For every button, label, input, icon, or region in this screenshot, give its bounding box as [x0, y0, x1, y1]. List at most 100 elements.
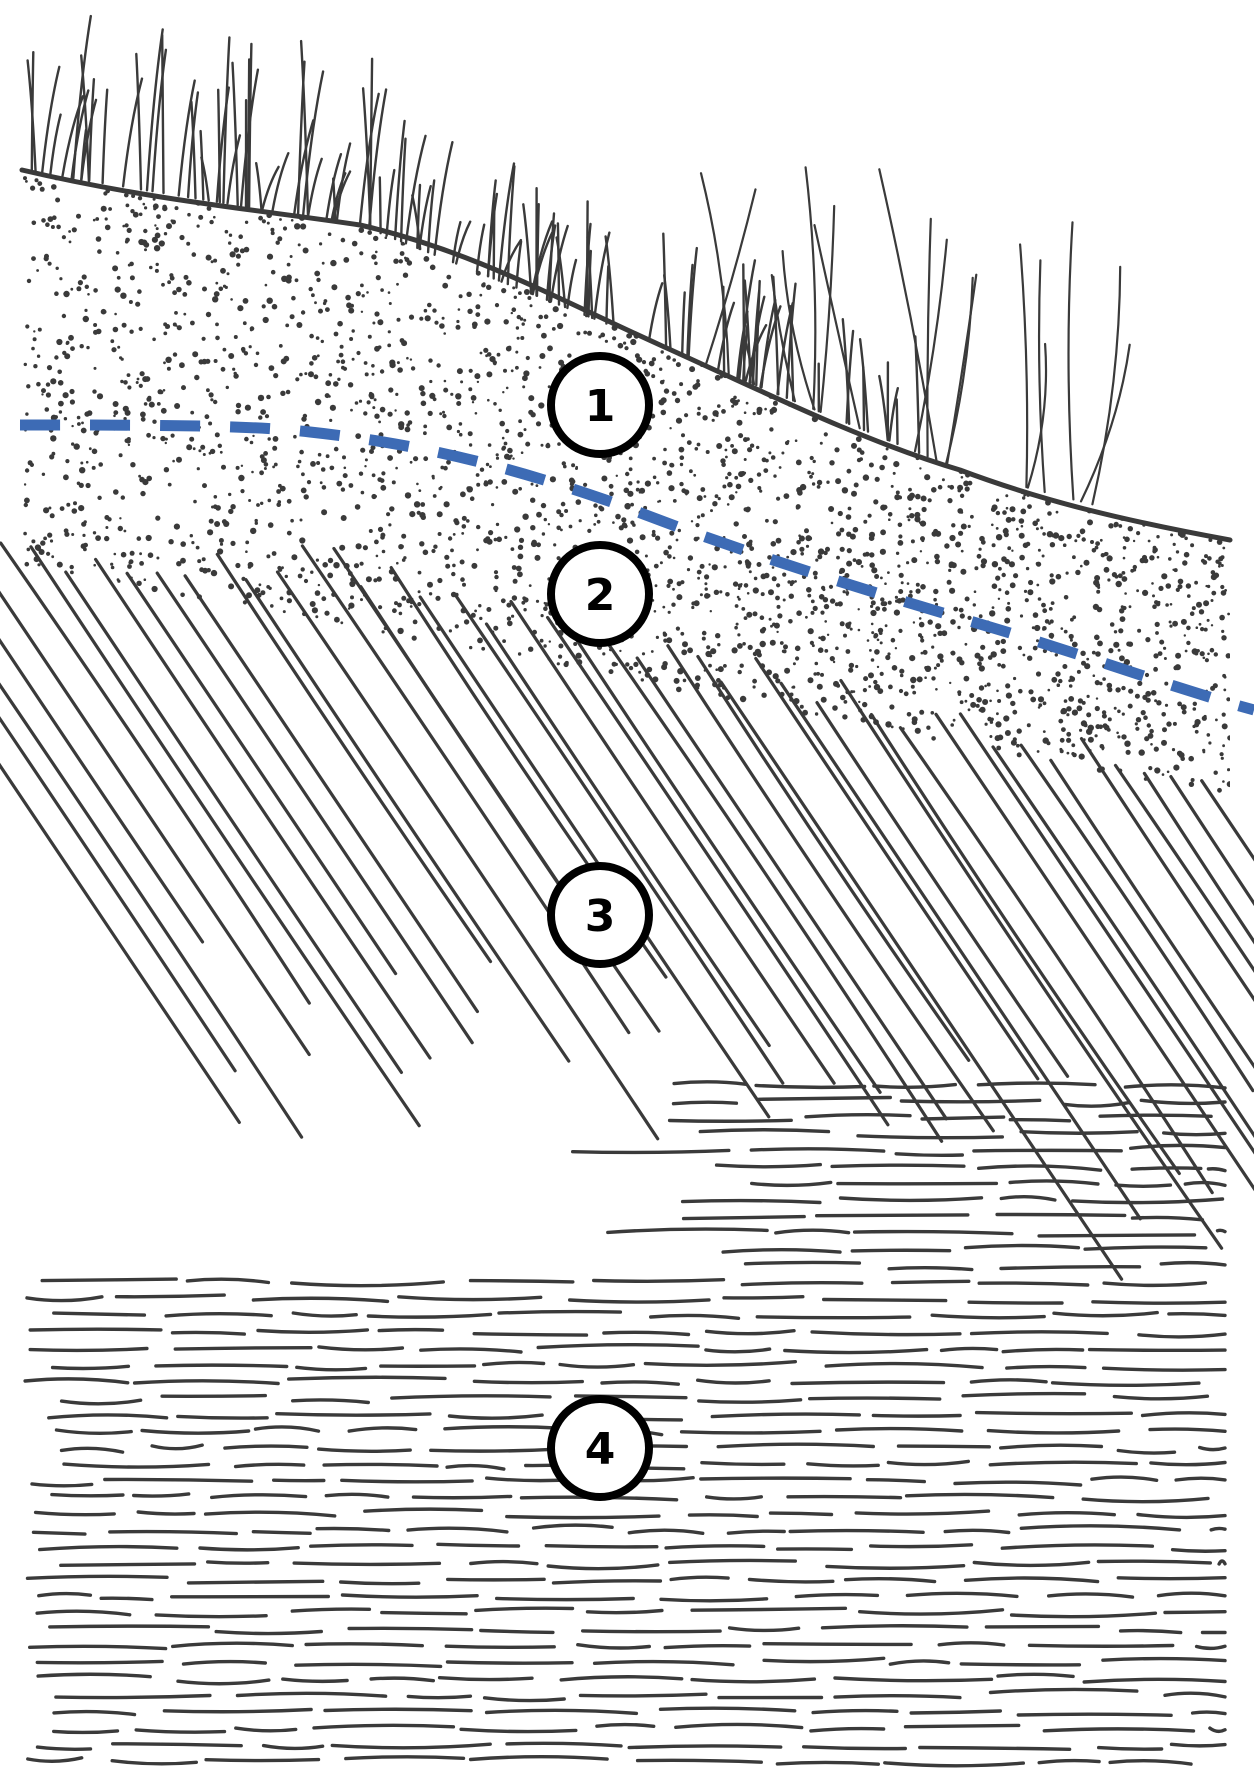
stipple-dot: [252, 434, 255, 438]
stipple-dot: [87, 293, 90, 296]
stipple-dot: [351, 329, 355, 333]
stipple-dot: [520, 451, 524, 455]
stipple-dot: [436, 511, 443, 518]
stipple-dot: [888, 518, 891, 521]
hatch-stroke: [484, 622, 771, 1048]
stipple-dot: [71, 227, 77, 233]
stipple-dot: [826, 633, 830, 636]
stipple-dot: [495, 456, 500, 460]
bedrock-stroke: [344, 1755, 466, 1761]
stipple-dot: [1095, 697, 1099, 700]
stipple-dot: [648, 360, 655, 367]
hatch-stroke: [754, 656, 1040, 1081]
stipple-dot: [91, 448, 98, 455]
stipple-dot: [795, 459, 802, 466]
bedrock-stroke: [669, 1575, 730, 1582]
stipple-dot: [1165, 603, 1169, 607]
shrub-branch: [781, 250, 816, 411]
stipple-dot: [1128, 605, 1132, 609]
stipple-dot: [31, 220, 37, 226]
stipple-dot: [900, 597, 906, 603]
layer-marker-1: 1: [547, 352, 653, 458]
stipple-dot: [474, 373, 481, 380]
stipple-dot: [228, 492, 232, 497]
stipple-dot: [1222, 780, 1225, 783]
stipple-dot: [805, 544, 810, 548]
bedrock-stroke: [176, 1414, 269, 1420]
stipple-dot: [311, 355, 318, 361]
stipple-dot: [156, 214, 161, 220]
stipple-dot: [1106, 682, 1113, 689]
stipple-dot: [208, 421, 213, 426]
stipple-dot: [310, 570, 314, 574]
stipple-dot: [401, 595, 407, 601]
bedrock-stroke: [140, 1428, 251, 1435]
bedrock-stroke: [999, 1194, 1057, 1202]
stipple-dot: [156, 402, 161, 406]
stipple-dot: [1038, 703, 1043, 707]
stipple-dot: [973, 590, 977, 593]
stipple-dot: [467, 431, 473, 437]
stipple-dot: [121, 322, 127, 328]
stipple-dot: [773, 474, 777, 478]
stipple-dot: [377, 345, 382, 350]
stipple-dot: [583, 330, 588, 335]
stipple-dot: [924, 666, 928, 670]
stipple-dot: [151, 585, 158, 593]
stipple-dot: [503, 441, 508, 446]
stipple-dot: [1062, 543, 1067, 547]
stipple-dot: [111, 347, 117, 353]
stipple-dot: [696, 379, 700, 383]
bedrock-stroke: [1215, 1228, 1227, 1234]
stipple-dot: [267, 437, 271, 441]
stipple-dot: [379, 369, 385, 374]
stipple-dot: [63, 417, 68, 421]
stipple-dot: [166, 223, 172, 230]
stipple-dot: [418, 489, 422, 492]
grass-blade: [593, 231, 611, 320]
bedrock-stroke: [871, 1413, 962, 1418]
bedrock-stroke: [347, 1426, 418, 1433]
stipple-dot: [104, 217, 108, 221]
stipple-dot: [1147, 539, 1151, 543]
stipple-dot: [340, 237, 346, 243]
bedrock-stroke: [903, 1723, 1021, 1729]
stipple-dot: [214, 521, 221, 527]
stipple-dot: [978, 685, 985, 691]
bedrock-stroke: [858, 1608, 1005, 1616]
stipple-dot: [366, 400, 371, 405]
stipple-dot: [104, 535, 110, 542]
stipple-dot: [1018, 518, 1025, 524]
bedrock-stroke: [406, 1694, 473, 1700]
stipple-dot: [1004, 617, 1011, 624]
stipple-dot: [123, 529, 127, 533]
bedrock-stroke: [181, 1659, 267, 1666]
stipple-dot: [720, 458, 726, 464]
stipple-dot: [154, 232, 161, 239]
stipple-dot: [922, 649, 928, 655]
bedrock-stroke: [755, 1315, 912, 1320]
stipple-dot: [837, 510, 843, 517]
stipple-dot: [411, 635, 417, 641]
stipple-dot: [556, 525, 561, 531]
stipple-dot: [687, 647, 693, 654]
grass-blade: [101, 88, 109, 185]
stipple-dot: [835, 646, 839, 651]
stipple-dot: [148, 401, 155, 408]
stipple-dot: [1182, 560, 1188, 566]
stipple-dot: [64, 531, 70, 537]
stipple-dot: [1117, 573, 1123, 579]
bedrock-stroke: [54, 1428, 133, 1436]
stipple-dot: [228, 583, 235, 590]
stipple-dot: [768, 451, 772, 455]
stipple-dot: [1074, 539, 1078, 543]
stipple-dot: [873, 679, 878, 685]
stipple-dot: [1059, 737, 1065, 743]
stipple-dot: [1004, 527, 1008, 532]
hatch-stroke: [815, 701, 1070, 1078]
stipple-dot: [1161, 739, 1167, 746]
stipple-dot: [488, 530, 494, 536]
stipple-dot: [1066, 713, 1070, 717]
stipple-dot: [504, 453, 510, 460]
stipple-dot: [1194, 729, 1199, 734]
